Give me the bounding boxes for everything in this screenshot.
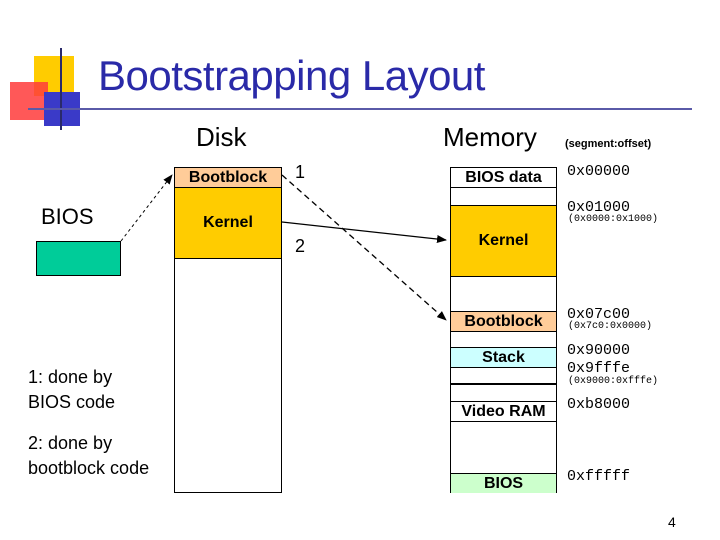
logo-vertical-line (60, 48, 62, 130)
logo-red-square (10, 82, 48, 120)
addr-0x9fffe: 0x9fffe (567, 360, 631, 377)
mem-kernel: Kernel (451, 205, 556, 277)
disk-header: Disk (196, 122, 247, 152)
note-1: 1: done by BIOS code (28, 365, 115, 415)
addr-0xb8000: 0xb8000 (567, 396, 631, 413)
note-2-line-1: 2: done by (28, 433, 113, 453)
mem-bootblock: Bootblock (451, 311, 556, 332)
addr-0x90000: 0x90000 (567, 342, 631, 359)
addr-0x01000: 0x01000 (567, 199, 631, 216)
title-underline (28, 108, 692, 110)
addr-0x07c00: 0x07c00 (567, 306, 631, 323)
note-2: 2: done by bootblock code (28, 431, 149, 481)
mem-stack-label: Stack (482, 348, 525, 366)
disk-bootblock-label: Bootblock (188, 168, 268, 186)
mem-bios-rom-label: BIOS (483, 474, 524, 492)
mem-video-ram: Video RAM (451, 401, 556, 422)
addr-0x00000: 0x00000 (567, 163, 631, 180)
addr-0xfffff: 0xfffff (567, 468, 631, 485)
note-2-line-2: bootblock code (28, 458, 150, 478)
memory-header-note: (segment:offset) (565, 138, 652, 150)
addr-0x9fffe-seg: (0x9000:0xfffe) (568, 376, 659, 387)
bios-box (36, 241, 121, 276)
mem-bios-data: BIOS data (451, 168, 556, 188)
arrow-bootblock-to-memory-bootblock (281, 174, 447, 321)
disk-kernel-label: Kernel (203, 214, 253, 231)
memory-column: BIOS data Kernel Bootblock Stack Video R… (450, 167, 557, 493)
mem-kernel-label: Kernel (478, 232, 529, 249)
arrow-label-1: 1 (295, 162, 306, 182)
note-1-line-2: BIOS code (28, 392, 116, 412)
mem-stack-top-line (451, 383, 556, 385)
addr-0x07c00-seg: (0x7c0:0x0000) (568, 321, 653, 332)
memory-header: Memory (443, 122, 537, 152)
disk-column: Bootblock Kernel (174, 167, 282, 493)
arrow-bios-to-bootblock (120, 174, 173, 242)
note-1-line-1: 1: done by (28, 367, 113, 387)
slide-title: Bootstrapping Layout (98, 52, 485, 99)
mem-bios-data-label: BIOS data (465, 168, 542, 186)
arrow-disk-kernel-to-memory-kernel (281, 221, 447, 243)
addr-0x01000-seg: (0x0000:0x1000) (568, 214, 659, 225)
bios-label: BIOS (41, 204, 94, 229)
page-number: 4 (668, 514, 676, 530)
mem-bios-rom: BIOS (451, 473, 556, 493)
mem-stack: Stack (451, 347, 556, 368)
arrow-label-2: 2 (295, 236, 306, 256)
disk-kernel: Kernel (175, 188, 281, 259)
mem-video-ram-label: Video RAM (461, 402, 546, 420)
disk-bootblock: Bootblock (175, 168, 281, 188)
mem-bootblock-label: Bootblock (464, 312, 543, 330)
